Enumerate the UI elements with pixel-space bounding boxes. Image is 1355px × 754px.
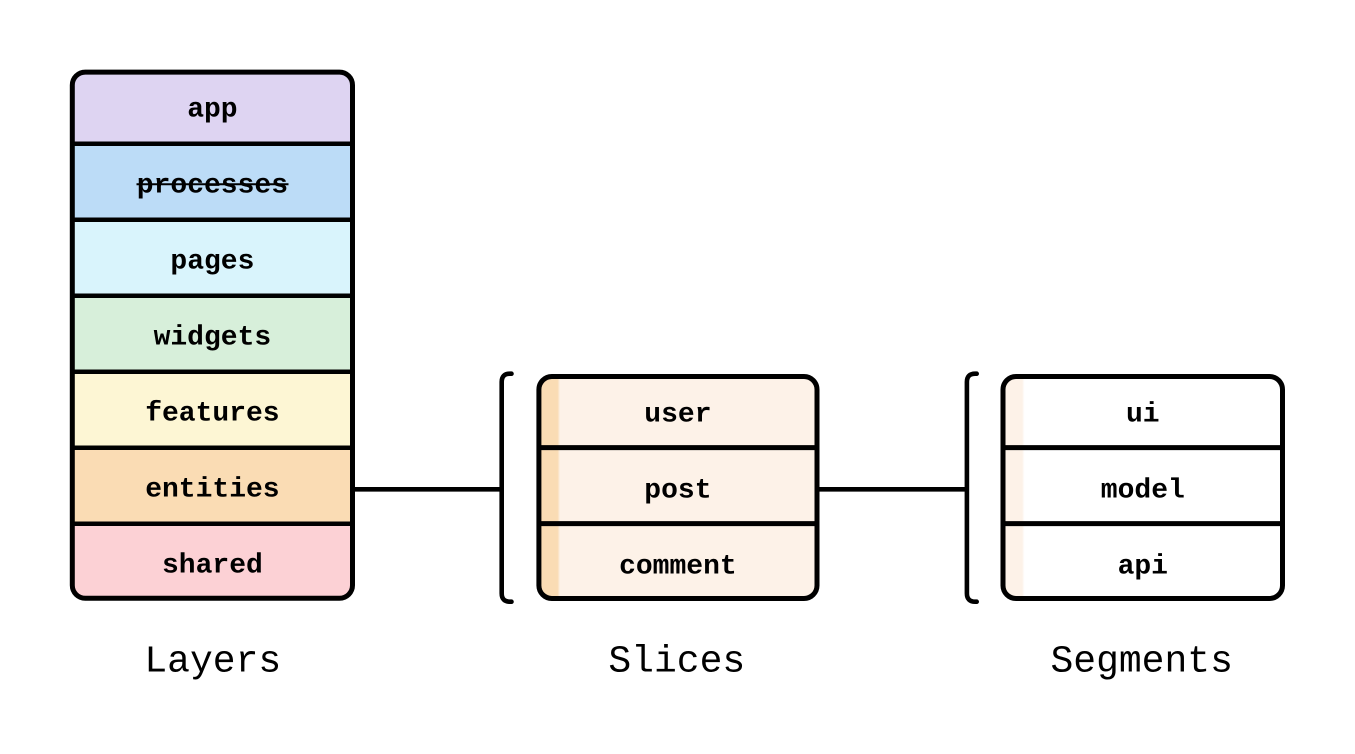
svg-text:api: api: [1118, 551, 1168, 582]
svg-text:processes: processes: [137, 171, 288, 202]
svg-text:widgets: widgets: [154, 323, 272, 354]
svg-text:comment: comment: [619, 551, 737, 582]
svg-text:Segments: Segments: [1050, 640, 1232, 683]
svg-text:post: post: [644, 475, 711, 506]
svg-text:Slices: Slices: [608, 641, 745, 684]
svg-text:ui: ui: [1126, 399, 1160, 430]
svg-text:entities: entities: [145, 475, 279, 506]
svg-text:model: model: [1101, 475, 1185, 506]
svg-text:Layers: Layers: [144, 641, 281, 684]
svg-text:shared: shared: [162, 551, 263, 582]
svg-text:user: user: [644, 399, 711, 430]
svg-text:features: features: [145, 399, 279, 430]
svg-text:app: app: [187, 95, 237, 126]
svg-text:pages: pages: [170, 247, 254, 278]
